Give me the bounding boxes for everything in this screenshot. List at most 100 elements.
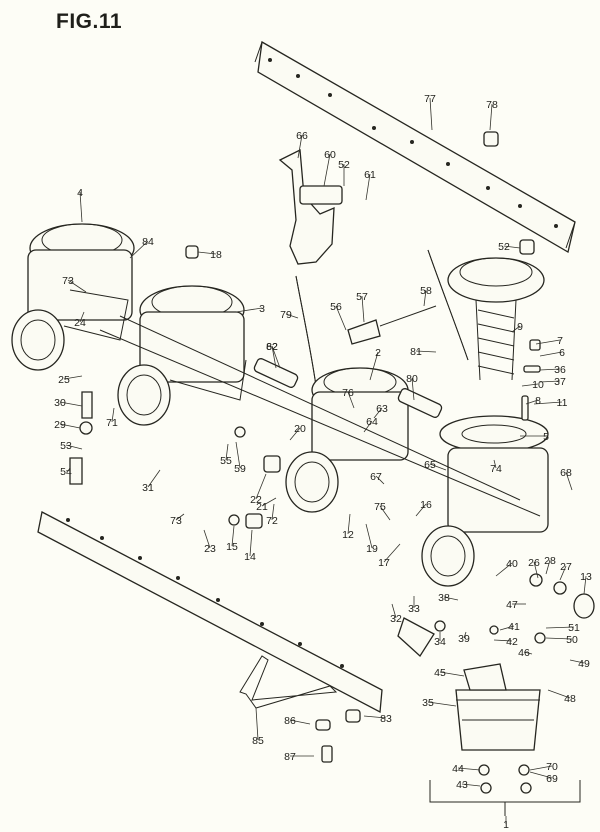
callout-leader-24 [79,311,85,323]
callout-label-17: 17 [378,557,390,569]
callout-leader-48 [547,689,571,699]
callout-label-32: 32 [390,613,402,625]
callout-40: 40 [495,558,518,577]
callout-leader-70 [529,765,553,771]
callout-8: 8 [525,395,541,407]
callout-label-85: 85 [252,735,264,747]
callout-label-46: 46 [518,647,530,659]
callout-label-63: 63 [376,403,388,415]
callout-label-5: 5 [543,431,549,443]
callout-leader-11 [533,401,563,405]
callout-leader-63 [373,407,383,419]
callout-leader-73 [67,279,87,293]
callout-22: 22 [250,473,267,506]
callout-label-22: 22 [250,494,262,506]
callout-label-55: 55 [220,455,232,467]
callout-42: 42 [493,636,518,648]
callout-label-31: 31 [142,482,154,494]
callout-38: 38 [438,592,459,604]
callout-leader-4 [79,191,83,223]
callout-39: 39 [458,631,470,645]
callout-label-35: 35 [422,697,434,709]
callout-label-39: 39 [458,633,470,645]
choke-shaft [119,315,521,501]
callout-label-2: 2 [375,347,381,359]
callout-label-48: 48 [564,693,576,705]
callout-leader-22 [255,473,267,500]
callout-leader-54 [65,469,71,472]
callout-leader-83 [363,715,387,719]
callout-56: 56 [330,301,347,331]
callout-label-45: 45 [434,667,446,679]
callout-label-66: 66 [296,130,308,142]
callout-leader-42 [493,639,513,642]
mount-plate [299,185,343,205]
callout-leader-49 [569,659,585,664]
callout-label-6: 6 [559,347,565,359]
callout-59: 59 [234,441,246,475]
callout-67: 67 [370,471,385,485]
callout-44: 44 [452,763,481,775]
callout-20: 20 [289,423,306,441]
callout-leader-35 [427,701,457,707]
callout-28: 28 [544,555,556,575]
callout-label-78: 78 [486,99,498,111]
callout-leader-44 [457,767,481,771]
callout-label-47: 47 [506,599,518,611]
callout-leader-20 [289,427,301,441]
callout-leader-23 [203,529,211,549]
callout-label-41: 41 [508,621,520,633]
callout-31: 31 [142,469,161,494]
adjust-rod [379,305,437,327]
carburetor-3 [285,367,409,513]
callout-2: 2 [369,347,381,381]
callout-leader-60 [323,153,331,187]
callout-leader-74 [493,459,497,469]
callout-55: 55 [220,443,232,467]
callout-leader-64 [363,420,373,433]
callout-73: 73 [170,513,185,527]
callout-label-27: 27 [560,561,572,573]
fuel-tee [253,358,299,388]
callout-leader-56 [335,305,347,331]
callout-26: 26 [528,557,540,579]
callout-leader-57 [361,295,365,323]
callout-label-37: 37 [554,376,566,388]
callout-label-11: 11 [557,397,568,409]
callout-49: 49 [569,658,590,670]
callout-77: 77 [424,93,436,131]
callout-label-75: 75 [374,501,386,513]
callout-label-64: 64 [366,416,378,428]
callout-71: 71 [106,407,118,429]
callout-leader-52 [503,245,521,249]
callout-70: 70 [529,761,558,773]
callout-label-76: 76 [342,387,354,399]
callout-53: 53 [60,440,83,452]
callout-14: 14 [244,529,256,563]
callout-leader-6 [539,351,563,357]
throttle-shaft [99,329,541,517]
callout-leader-59 [235,441,241,469]
callout-label-80: 80 [406,373,418,385]
callout-leader-85 [255,707,259,741]
callout-61: 61 [364,169,376,201]
callout-layer: 1234567891011121314151617181920212223242… [54,93,592,831]
callout-52: 52 [498,241,521,253]
callout-label-38: 38 [438,592,450,604]
carburetor-4 [421,257,549,587]
callout-leader-37 [539,380,561,383]
callout-label-50: 50 [566,634,578,646]
callout-label-53: 53 [60,440,72,452]
callout-label-83: 83 [380,713,392,725]
callout-label-34: 34 [434,636,446,648]
carburetor-2 [117,285,247,426]
callout-60: 60 [323,149,336,187]
callout-69: 69 [529,771,558,785]
callout-leader-28 [545,559,551,575]
callout-29: 29 [54,419,81,431]
callout-32: 32 [390,603,402,625]
callout-30: 30 [54,397,83,409]
callout-leader-81 [415,350,437,353]
callout-label-72: 72 [266,515,278,527]
callout-leader-14 [249,529,253,557]
